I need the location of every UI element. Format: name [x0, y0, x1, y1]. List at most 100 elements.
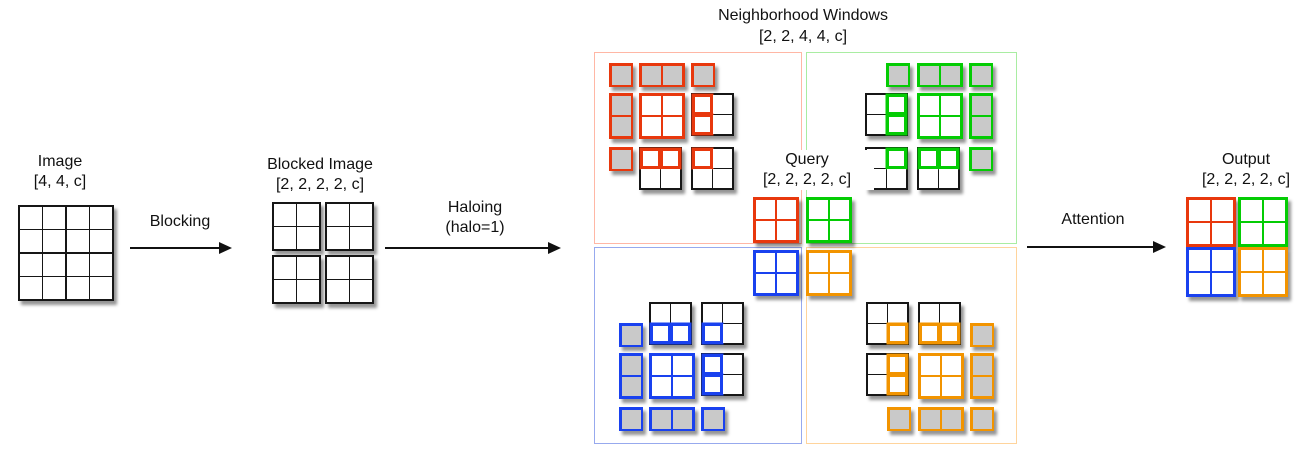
- image-cell: [90, 277, 112, 299]
- query-title: Query: [785, 151, 829, 168]
- neighborhood-windows-shape: [2, 2, 4, 4, c]: [758, 28, 848, 45]
- green-window-cell: [1264, 199, 1285, 221]
- red-window-cell: [663, 95, 682, 115]
- blue-block-piece: [649, 353, 695, 399]
- image-cell: [19, 253, 42, 276]
- red-block-piece: [639, 147, 682, 190]
- blue-window-cell: [702, 375, 722, 394]
- image-cell: [702, 303, 722, 323]
- image-cell: [273, 256, 296, 279]
- orange-window-cell: [888, 354, 907, 374]
- halo-cell: [889, 409, 909, 429]
- orange-block-piece: [1238, 247, 1288, 297]
- blue-window-cell: [651, 355, 671, 375]
- image-cell: [919, 303, 939, 323]
- image-cell: [297, 203, 319, 226]
- neighborhood-windows-label: Neighborhood Windows [2, 2, 4, 4, c]: [653, 5, 953, 47]
- halo-cell: [611, 65, 631, 85]
- green-window-cell: [918, 148, 938, 168]
- blue-block-piece: [619, 407, 643, 431]
- red-window-cell: [661, 148, 680, 168]
- black-block-piece: [18, 205, 114, 301]
- green-window-cell: [919, 95, 939, 115]
- image-cell: [650, 303, 670, 323]
- blue-block-piece: [649, 407, 695, 431]
- orange-block-piece: [918, 302, 961, 345]
- orange-block-piece: [970, 407, 994, 431]
- blue-window-cell: [1212, 249, 1233, 271]
- blue-window-cell: [671, 324, 690, 343]
- red-window-cell: [692, 115, 712, 134]
- halo-cell: [611, 149, 631, 169]
- orange-window-cell: [1264, 273, 1285, 294]
- query-label: Query [2, 2, 2, 2, c]: [740, 150, 874, 190]
- attention-text: Attention: [1061, 211, 1125, 228]
- image-cell: [723, 354, 742, 374]
- orange-block-piece: [918, 407, 964, 431]
- orange-block-piece: [970, 353, 994, 399]
- green-block-piece: [969, 147, 993, 171]
- orange-window-cell: [1240, 273, 1262, 294]
- halo-cell: [663, 65, 682, 85]
- blue-window-frame: [594, 247, 802, 444]
- image-cell: [671, 303, 690, 323]
- orange-window-cell: [830, 252, 849, 272]
- green-block-piece: [917, 63, 963, 87]
- image-cell: [713, 169, 732, 188]
- halo-cell: [611, 117, 631, 136]
- image-cell: [297, 256, 319, 279]
- orange-window-cell: [919, 324, 939, 343]
- orange-window-cell: [808, 252, 828, 272]
- image-cell: [350, 203, 372, 226]
- blocked-image-shape: [2, 2, 2, 2, c]: [275, 176, 365, 193]
- image-cell: [350, 256, 372, 279]
- orange-block-piece: [866, 353, 909, 396]
- halo-cell: [611, 95, 631, 115]
- black-block-piece: [272, 255, 321, 304]
- image-cell: [867, 354, 887, 374]
- output-title: Output: [1221, 151, 1271, 168]
- image-cell: [19, 230, 42, 252]
- green-block-piece: [1238, 197, 1288, 247]
- halo-cell: [621, 409, 641, 429]
- red-block-piece: [609, 93, 633, 139]
- black-block-piece: [325, 202, 374, 251]
- orange-block-piece: [887, 407, 911, 431]
- image-cell: [90, 230, 112, 252]
- blue-window-cell: [673, 377, 692, 396]
- image-cell: [867, 324, 887, 343]
- image-cell: [273, 227, 296, 249]
- image-cell: [66, 230, 89, 252]
- image-cell: [66, 206, 89, 229]
- image-label: Image [4, 4, c]: [5, 152, 115, 192]
- blue-window-cell: [1212, 273, 1233, 294]
- image-shape: [4, 4, c]: [33, 173, 87, 190]
- orange-window-cell: [830, 274, 849, 293]
- red-window-cell: [640, 148, 660, 168]
- orange-window-frame: [806, 247, 1017, 444]
- blue-window-cell: [777, 274, 796, 293]
- image-cell: [723, 303, 742, 323]
- neighborhood-windows-title: Neighborhood Windows: [718, 7, 888, 24]
- halo-cell: [621, 355, 641, 375]
- blocking-arrow: [130, 242, 232, 254]
- image-cell: [66, 253, 89, 276]
- red-block-piece: [1186, 197, 1236, 247]
- halo-cell: [703, 409, 723, 429]
- blocked-image-title: Blocked Image: [267, 156, 373, 173]
- image-cell: [43, 206, 65, 229]
- halo-cell: [941, 65, 960, 85]
- orange-block-piece: [866, 302, 909, 345]
- green-window-cell: [941, 95, 960, 115]
- green-window-cell: [941, 117, 960, 136]
- image-title: Image: [37, 153, 83, 170]
- image-cell: [326, 280, 349, 302]
- image-cell: [640, 169, 660, 188]
- orange-window-cell: [1264, 249, 1285, 271]
- image-cell: [273, 280, 296, 302]
- output-shape: [2, 2, 2, 2, c]: [1201, 171, 1291, 188]
- image-cell: [887, 169, 906, 188]
- green-window-cell: [830, 199, 849, 219]
- green-block-piece: [886, 63, 910, 87]
